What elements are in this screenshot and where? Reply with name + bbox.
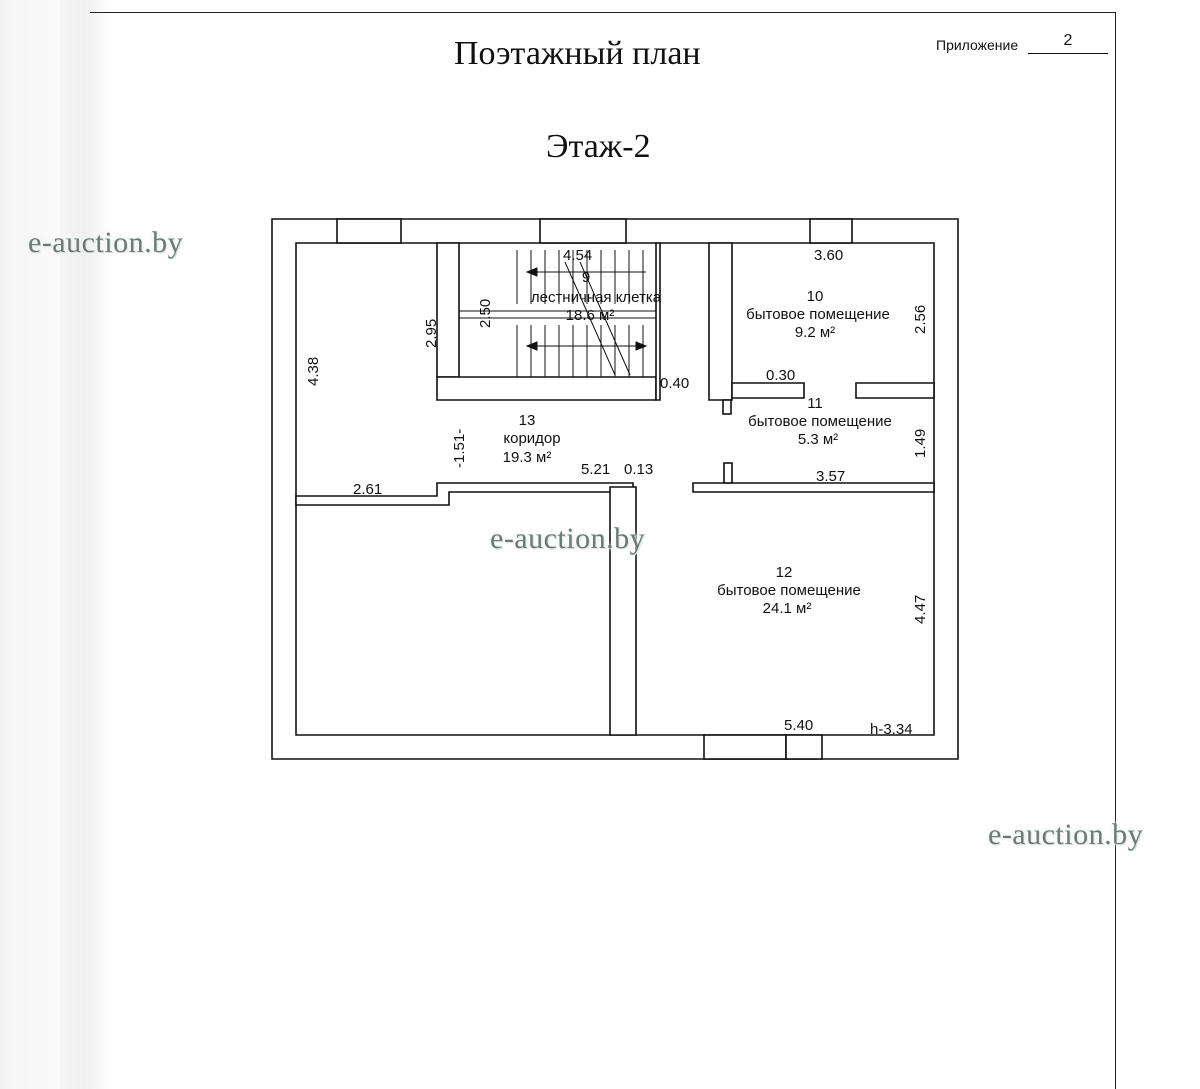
- page-title: Поэтажный план: [454, 35, 701, 72]
- partition-r10-r11-a: [731, 382, 805, 399]
- stair-name: лестничная клетка: [531, 289, 662, 306]
- door-bottom-1: [785, 734, 823, 760]
- r13-number: 13: [519, 412, 536, 429]
- page-border-right: [1115, 12, 1116, 1089]
- dim-stair-offset: 0.40: [660, 375, 689, 392]
- dim-stair-height: 2.50: [477, 299, 494, 328]
- dim-r12-height: 4.47: [912, 595, 929, 624]
- dim-corridor-wall-thin: 0.13: [624, 461, 653, 478]
- dim-left-outer: 4.38: [305, 357, 322, 386]
- dim-left-upper: 2.95: [423, 319, 440, 348]
- wall-r12-left: [609, 486, 637, 736]
- dim-corridor-wall-mid: 5.21: [581, 461, 610, 478]
- window-top-3: [809, 218, 853, 244]
- r12-name: бытовое помещение: [717, 582, 861, 599]
- floor-title: Этаж-2: [546, 128, 651, 165]
- stair-wall-left: [436, 242, 460, 378]
- watermark: e-auction.by: [28, 226, 184, 259]
- appendix-number: 2: [1028, 32, 1108, 54]
- r11-area: 5.3 м²: [798, 431, 838, 448]
- appendix-label: Приложение: [936, 37, 1019, 53]
- partition-r11-r12: [692, 482, 935, 493]
- stair-wall-bottom: [436, 376, 657, 401]
- r12-number: 12: [776, 564, 793, 581]
- r13-name: коридор: [503, 430, 560, 447]
- r13-area: 19.3 м²: [503, 449, 552, 466]
- scan-shadow: [60, 0, 110, 1089]
- r11-name: бытовое помещение: [748, 413, 892, 430]
- dim-corridor-gap: -1.51-: [451, 429, 468, 468]
- dim-r10-width: 3.60: [814, 247, 843, 264]
- wall-stair-r10: [708, 242, 733, 401]
- watermark: e-auction.by: [988, 818, 1144, 851]
- r11-number: 11: [807, 395, 823, 412]
- dim-stair-width: 4.54: [563, 247, 592, 264]
- stair-lines: [459, 250, 656, 377]
- dim-r11-offset: 0.30: [766, 367, 795, 384]
- dim-corridor-wall-left: 2.61: [353, 481, 382, 498]
- r10-number: 10: [807, 288, 824, 305]
- partition-r10-r11-b: [855, 382, 935, 399]
- stair-wall-right: [655, 242, 661, 401]
- dim-r12-width: 5.40: [784, 717, 813, 734]
- corridor-wall: [295, 482, 634, 506]
- window-bottom-1: [703, 734, 787, 760]
- dim-ceiling-height: h-3.34: [870, 721, 913, 738]
- dim-r11-height: 1.49: [912, 429, 929, 458]
- window-top-2: [539, 218, 627, 244]
- window-top-1: [336, 218, 402, 244]
- r10-name: бытовое помещение: [746, 306, 890, 323]
- stair-number: 9: [582, 269, 590, 286]
- door-jamb-r12: [723, 462, 733, 484]
- r10-area: 9.2 м²: [795, 324, 835, 341]
- dim-r11-width: 3.57: [816, 468, 845, 485]
- page-border-top: [90, 12, 1116, 13]
- r12-area: 24.1 м²: [763, 600, 812, 617]
- dim-r10-height: 2.56: [912, 305, 929, 334]
- stair-area: 18.6 м²: [566, 307, 615, 324]
- watermark: e-auction.by: [490, 522, 646, 555]
- door-jamb-r11: [722, 399, 732, 415]
